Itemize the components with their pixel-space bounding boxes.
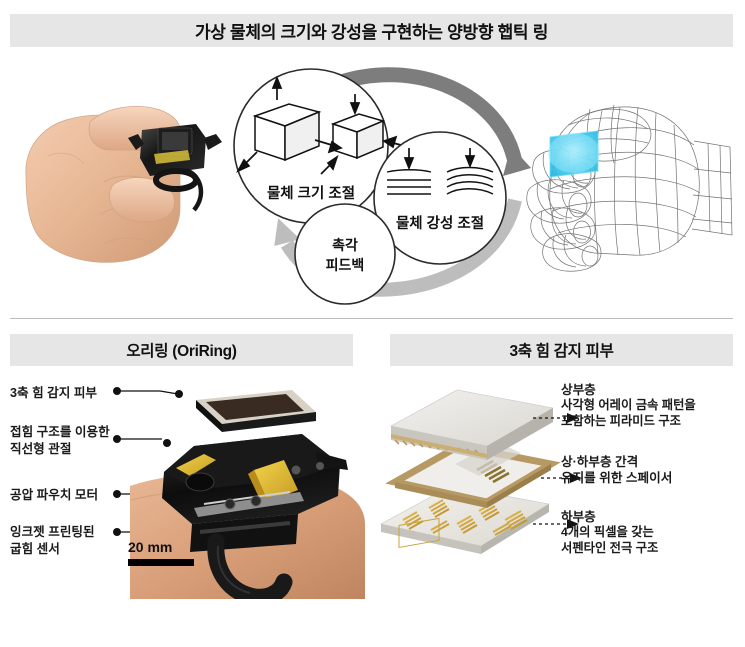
force-sensing-skin-panel: 상부층 사각형 어레이 금속 패턴을 포함하는 피라미드 구조 상·하부층 간격… bbox=[373, 374, 745, 604]
main-title-bar: 가상 물체의 크기와 강성을 구현하는 양방향 햅틱 링 bbox=[10, 14, 733, 47]
sensor-spacer-layer bbox=[385, 442, 561, 508]
right-section-title: 3축 힘 감지 피부 bbox=[509, 343, 614, 360]
cycle-node-feedback-label-2: 피드백 bbox=[326, 257, 365, 273]
callout-force-sensing-skin: 3축 힘 감지 피부 bbox=[10, 386, 98, 400]
label-top-layer-title: 상부층 bbox=[561, 383, 596, 397]
oriring-device-in-photo bbox=[128, 124, 222, 212]
cycle-node-stiffness-label: 물체 강성 조절 bbox=[396, 214, 484, 232]
callout-inkjet-bending-sensor: 잉크젯 프린팅된 굽힘 센서 bbox=[10, 525, 95, 556]
left-section-title: 오리링 (OriRing) bbox=[126, 343, 237, 360]
cycle-node-feedback-label-1: 촉각 bbox=[332, 237, 358, 253]
label-bottom-layer-body: 4개의 픽셀을 갖는 서펜타인 전극 구조 bbox=[561, 525, 659, 556]
right-section-title-bar: 3축 힘 감지 피부 bbox=[390, 334, 733, 366]
label-top-layer-body: 사각형 어레이 금속 패턴을 포함하는 피라미드 구조 bbox=[561, 398, 696, 429]
oriring-panel: 3축 힘 감지 피부 접힘 구조를 이용한 직선형 관절 공압 파우치 모터 잉… bbox=[0, 374, 372, 604]
exploded-sensor-stack bbox=[380, 389, 582, 554]
label-bottom-layer-title: 하부층 bbox=[561, 510, 596, 524]
label-top-layer: 상부층 사각형 어레이 금속 패턴을 포함하는 피라미드 구조 bbox=[561, 382, 696, 430]
oriring-on-wrist-photo bbox=[130, 390, 365, 599]
top-panel: 물체 크기 조절 bbox=[0, 50, 745, 315]
wireframe-hand-grasping-cube bbox=[526, 104, 733, 272]
cycle-diagram: 물체 크기 조절 bbox=[233, 67, 531, 305]
scale-bar-label: 20 mm bbox=[128, 539, 173, 555]
label-spacer-layer: 상·하부층 간격 유지를 위한 스페이서 bbox=[561, 454, 672, 487]
callout-pneumatic-pouch-motor: 공압 파우치 모터 bbox=[10, 488, 99, 502]
scale-bar-rule bbox=[128, 559, 194, 566]
sensor-top-layer bbox=[390, 389, 554, 460]
cycle-node-size-label: 물체 크기 조절 bbox=[267, 185, 355, 202]
sensor-bottom-layer bbox=[380, 485, 550, 554]
section-divider bbox=[10, 318, 733, 319]
left-section-title-bar: 오리링 (OriRing) bbox=[10, 334, 353, 366]
cycle-node-size: 물체 크기 조절 bbox=[233, 68, 406, 224]
label-spacer-layer-title: 상·하부층 간격 유지를 위한 스페이서 bbox=[561, 455, 673, 486]
label-bottom-layer: 하부층 4개의 픽셀을 갖는 서펜타인 전극 구조 bbox=[561, 509, 658, 557]
cycle-node-stiffness: 물체 강성 조절 bbox=[373, 131, 507, 265]
hand-holding-ring-photo bbox=[25, 106, 222, 263]
callout-folding-joint: 접힘 구조를 이용한 직선형 관절 bbox=[10, 425, 110, 456]
cycle-node-feedback: 촉각 피드백 bbox=[294, 203, 396, 305]
cycle-arrow-forward bbox=[332, 67, 523, 164]
page-title: 가상 물체의 크기와 강성을 구현하는 양방향 햅틱 링 bbox=[194, 23, 549, 42]
virtual-object-cube bbox=[548, 130, 600, 178]
